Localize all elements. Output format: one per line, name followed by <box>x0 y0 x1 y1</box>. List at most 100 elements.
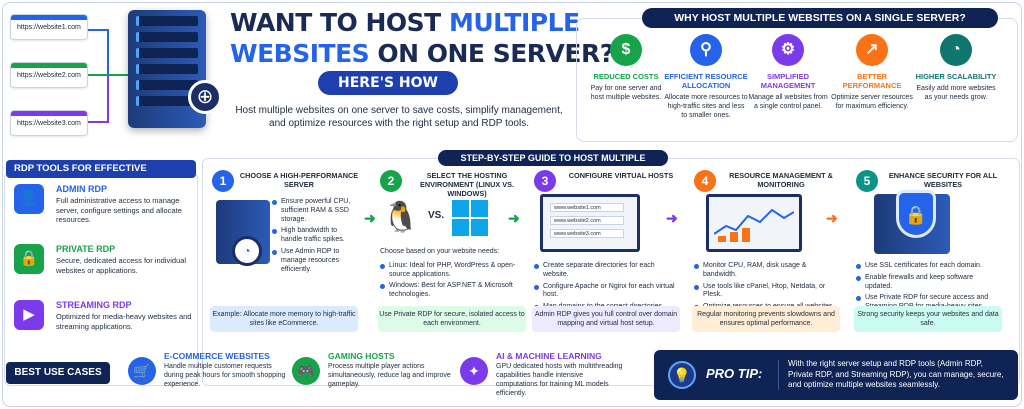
website-card: https://website2.com <box>10 62 88 88</box>
connector-lines <box>88 29 128 123</box>
why-heading: SIMPLIFIED MANAGEMENT <box>760 72 816 90</box>
divider <box>778 360 779 390</box>
why-text: Optimize server resources for maximum ef… <box>831 94 913 110</box>
play-icon: ▶ <box>14 300 44 330</box>
page-title: WANT TO HOST MULTIPLE WEBSITES ON ONE SE… <box>230 8 614 68</box>
pro-tip-label: PRO TIP: <box>706 366 763 381</box>
step-bullets: Choose based on your website needs: Linux… <box>380 248 526 303</box>
gear-icon: ⚙ <box>772 34 804 66</box>
step-note: Use Private RDP for secure, isolated acc… <box>378 306 526 332</box>
pro-tip-panel: 💡 PRO TIP: With the right server setup a… <box>654 350 1018 400</box>
website-card: https://website1.com <box>10 14 88 40</box>
arrow-icon: ➜ <box>666 210 678 226</box>
website-url: https://website2.com <box>17 72 81 79</box>
step-bullet: Create separate directories for each web… <box>534 262 680 280</box>
heres-how-badge: HERE'S HOW <box>318 71 458 95</box>
why-text: Manage all websites from a single contro… <box>748 94 828 110</box>
step-bullet: Use SSL certificates for each domain. <box>856 262 1002 271</box>
why-text: Allocate more resources to high-traffic … <box>664 94 748 119</box>
cart-icon: 🛒 <box>128 357 156 385</box>
step-title: ENHANCE SECURITY FOR ALL WEBSITES <box>888 171 998 189</box>
versus-label: VS. <box>428 210 445 221</box>
step-lead: Choose based on your website needs: <box>380 248 500 255</box>
linux-penguin-icon: 🐧 <box>382 201 420 234</box>
step-number: 2 <box>380 170 402 192</box>
rdp-heading: PRIVATE RDP <box>56 244 116 254</box>
step-title: CHOOSE A HIGH-PERFORMANCE SERVER <box>239 171 359 189</box>
step-number: 4 <box>694 170 716 192</box>
rdp-text: Secure, dedicated access for individual … <box>56 256 187 275</box>
use-case-text: Process multiple player actions simultan… <box>328 363 451 388</box>
use-case-heading: AI & MACHINE LEARNING <box>496 351 602 361</box>
arrow-icon: ➜ <box>508 210 520 226</box>
virtual-host-url: www.website1.com <box>550 203 624 212</box>
globe-icon: ⊕ <box>188 80 222 114</box>
pro-tip-text: With the right server setup and RDP tool… <box>788 359 1004 389</box>
virtual-host-url: www.website2.com <box>550 216 624 225</box>
why-heading: HIGHER SCALABILITY <box>915 72 997 81</box>
why-item: ⚲ EFFICIENT RESOURCE ALLOCATION Allocate m… <box>664 34 748 120</box>
virtual-hosts-monitor: www.website1.com www.website2.com www.we… <box>540 194 640 252</box>
monitoring-dashboard-icon <box>706 194 802 252</box>
step-bullet: High bandwidth to handle traffic spikes. <box>272 227 358 245</box>
step-bullet: Linux: Ideal for PHP, WordPress & open-s… <box>380 262 526 280</box>
step-bullet: Monitor CPU, RAM, disk usage & bandwidth… <box>694 262 840 280</box>
why-item: ⚙ SIMPLIFIED MANAGEMENT Manage all website… <box>746 34 830 111</box>
rdp-text: Full administrative access to manage ser… <box>56 196 182 224</box>
gauge-icon: ◔ <box>940 34 972 66</box>
step-title: SELECT THE HOSTING ENVIRONMENT (LINUX VS… <box>419 171 515 198</box>
step-title: RESOURCE MANAGEMENT & MONITORING <box>729 171 833 189</box>
why-heading: BETTER PERFORMANCE <box>842 72 902 90</box>
use-case-text: Handle multiple customer requests during… <box>164 363 286 388</box>
step-note: Admin RDP gives you full control over do… <box>532 306 680 332</box>
shield-lock-icon: 🔒 <box>896 190 936 238</box>
step-number: 3 <box>534 170 556 192</box>
why-text: Easily add more websites as your needs g… <box>916 85 996 101</box>
step-note: Example: Allocate more memory to high-tr… <box>210 306 358 332</box>
website-url: https://website1.com <box>17 24 81 31</box>
why-item: ↗ BETTER PERFORMANCE Optimize server resou… <box>830 34 914 111</box>
why-heading: REDUCED COSTS <box>593 72 659 81</box>
step-note: Strong security keeps your websites and … <box>854 306 1002 332</box>
virtual-host-url: www.website3.com <box>550 229 624 238</box>
step-bullet: Use tools like cPanel, Htop, Netdata, or… <box>694 283 840 301</box>
why-item: ◔ HIGHER SCALABILITY Easily add more websi… <box>914 34 998 102</box>
network-icon: ⚲ <box>690 34 722 66</box>
arrow-icon: ➜ <box>826 210 838 226</box>
step-number: 5 <box>856 170 878 192</box>
rdp-text: Optimized for media-heavy websites and s… <box>56 312 192 331</box>
step-bullet: Enable firewalls and keep software updat… <box>856 274 1002 292</box>
ai-brain-icon: ✦ <box>460 357 488 385</box>
step-bullet: Configure Apache or Nginx for each virtu… <box>534 283 680 301</box>
chart-up-icon: ↗ <box>856 34 888 66</box>
best-use-cases-label: BEST USE CASES <box>6 362 110 384</box>
why-title: WHY HOST MULTIPLE WEBSITES ON A SINGLE S… <box>642 8 998 28</box>
use-case-heading: GAMING HOSTS <box>328 351 395 361</box>
rdp-title: RDP TOOLS FOR EFFECTIVE MANAGEMENT <box>6 160 196 192</box>
rdp-heading: STREAMING RDP <box>56 300 132 310</box>
rdp-heading: ADMIN RDP <box>56 184 107 194</box>
lightbulb-icon: 💡 <box>668 361 696 389</box>
steps-title: STEP-BY-STEP GUIDE TO HOST MULTIPLE WEBS… <box>438 150 668 179</box>
why-heading: EFFICIENT RESOURCE ALLOCATION <box>664 72 748 90</box>
use-case-text: GPU dedicated hosts with multithreading … <box>496 363 623 397</box>
website-url: https://website3.com <box>17 120 81 127</box>
dollar-icon: $ <box>610 34 642 66</box>
gamepad-icon: 🎮 <box>292 357 320 385</box>
step-bullet: Use Admin RDP to manage resources effici… <box>272 248 358 274</box>
step-title: CONFIGURE VIRTUAL HOSTS <box>568 171 674 180</box>
why-item: $ REDUCED COSTS Pay for one server and hos… <box>584 34 668 102</box>
intro-text: Host multiple websites on one server to … <box>235 105 563 129</box>
arrow-icon: ➜ <box>364 210 376 226</box>
website-card: https://website3.com <box>10 110 88 136</box>
step-bullets: Ensure powerful CPU, sufficient RAM & SS… <box>272 198 358 277</box>
admin-user-icon: 👤 <box>14 184 44 214</box>
speedometer-icon: ◔ <box>232 236 262 266</box>
step-bullet: Ensure powerful CPU, sufficient RAM & SS… <box>272 198 358 224</box>
step-note: Regular monitoring prevents slowdowns an… <box>692 306 840 332</box>
step-bullet: Windows: Best for ASP.NET & Microsoft te… <box>380 282 526 300</box>
windows-logo-icon <box>452 200 488 236</box>
use-case-heading: E-COMMERCE WEBSITES <box>164 351 270 361</box>
why-text: Pay for one server and host multiple web… <box>590 85 662 101</box>
